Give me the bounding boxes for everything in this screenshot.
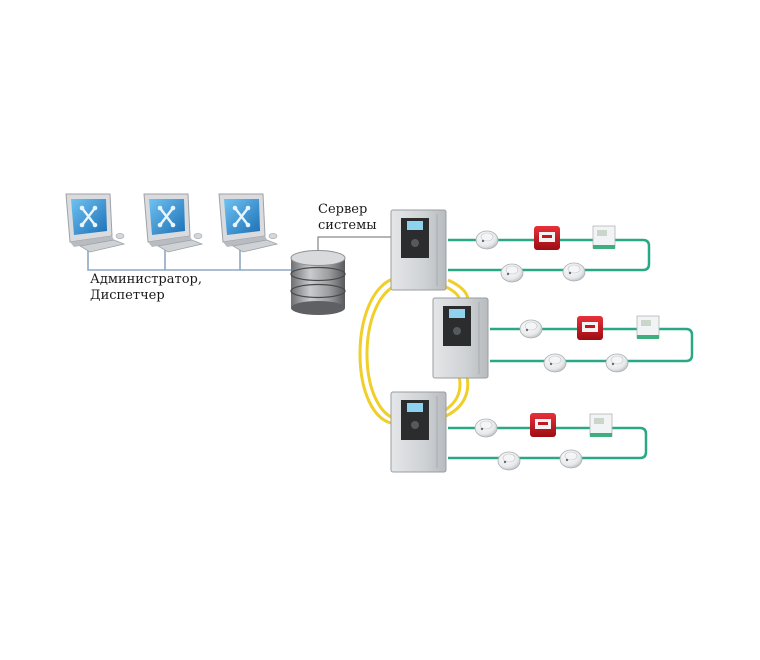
workstation-2 xyxy=(143,193,204,253)
loop-2 xyxy=(490,327,694,363)
lan-bus xyxy=(87,250,292,271)
computer-monitor-icon xyxy=(65,193,114,247)
io-module-icon xyxy=(589,413,613,437)
mouse-icon xyxy=(193,233,203,239)
smoke-detector-icon xyxy=(562,262,586,282)
control-panel-2 xyxy=(432,297,489,379)
workstations-caption-line1: Администратор, xyxy=(90,272,202,287)
server-caption-line2: системы xyxy=(318,218,377,233)
loop-1 xyxy=(448,238,651,272)
keyboard-icon xyxy=(156,239,204,253)
control-panel-1 xyxy=(390,209,447,291)
io-module-icon xyxy=(592,225,616,249)
computer-monitor-icon xyxy=(218,193,267,247)
detector-loops xyxy=(448,238,694,460)
mouse-icon xyxy=(268,233,278,239)
workstation-3 xyxy=(218,193,279,253)
manual-call-point-icon xyxy=(577,316,603,340)
server-caption: Сервер системы xyxy=(318,202,377,234)
database-server-icon xyxy=(290,250,346,315)
smoke-detector-icon xyxy=(500,263,524,283)
smoke-detector-icon xyxy=(605,353,629,373)
server-panel-link xyxy=(317,236,398,252)
workstations-caption-line2: Диспетчер xyxy=(90,288,165,303)
workstations-caption: Администратор, Диспетчер xyxy=(90,272,202,304)
loop-3 xyxy=(448,426,648,460)
computer-monitor-icon xyxy=(143,193,192,247)
smoke-detector-icon xyxy=(543,353,567,373)
control-panel-3 xyxy=(390,391,447,473)
manual-call-point-icon xyxy=(530,413,556,437)
keyboard-icon xyxy=(231,239,279,253)
smoke-detector-icon xyxy=(519,319,543,339)
smoke-detector-icon xyxy=(475,230,499,250)
manual-call-point-icon xyxy=(534,226,560,250)
mouse-icon xyxy=(115,233,125,239)
io-module-icon xyxy=(636,315,660,339)
smoke-detector-icon xyxy=(559,449,583,469)
smoke-detector-icon xyxy=(474,418,498,438)
smoke-detector-icon xyxy=(497,451,521,471)
workstation-1 xyxy=(65,193,126,253)
server-caption-line1: Сервер xyxy=(318,202,368,217)
keyboard-icon xyxy=(78,239,126,253)
